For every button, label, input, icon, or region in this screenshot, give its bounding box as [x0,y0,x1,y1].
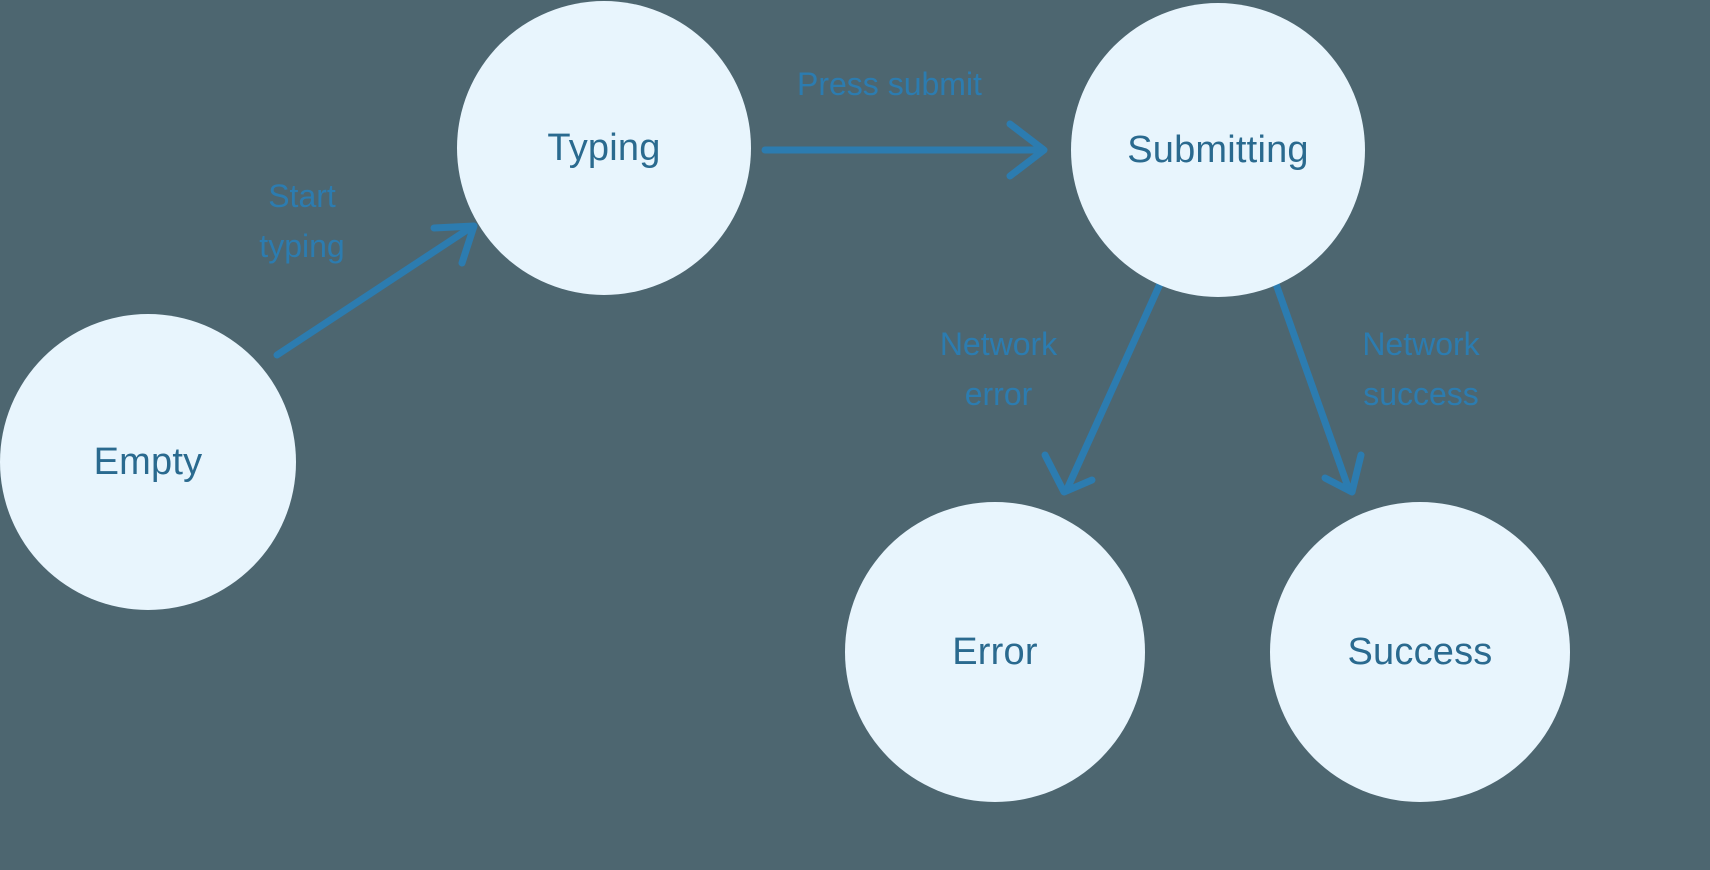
state-node-label: Empty [93,440,203,483]
edge-label-line: error [964,375,1033,412]
state-node-submitting[interactable]: Submitting [1071,3,1365,297]
edge-empty-to-typing [273,222,478,359]
edge-label-start-typing: Start typing [222,172,382,271]
state-node-label: Success [1347,630,1493,673]
edge-label-press-submit: Press submit [797,60,982,110]
edge-label-network-error: Network error [922,320,1075,419]
edge-label-line: Network [1362,326,1480,362]
edge-label-line: typing [259,227,345,264]
edge-submitting-to-error [1041,280,1164,496]
state-node-label: Error [952,630,1038,673]
state-node-typing[interactable]: Typing [457,1,751,295]
edge-label-line: success [1363,375,1479,412]
edge-label-line: Start [268,178,336,214]
edge-label-line: Network [939,326,1058,362]
state-node-empty[interactable]: Empty [0,314,296,610]
edge-label-line: Press submit [797,66,982,102]
state-node-success[interactable]: Success [1270,502,1570,802]
edge-typing-to-submitting [761,120,1048,180]
state-node-error[interactable]: Error [845,502,1145,802]
state-node-label: Typing [547,126,661,169]
edge-submitting-to-success [1272,280,1365,496]
edge-label-network-success: Network success [1345,320,1497,419]
state-node-label: Submitting [1127,128,1309,171]
